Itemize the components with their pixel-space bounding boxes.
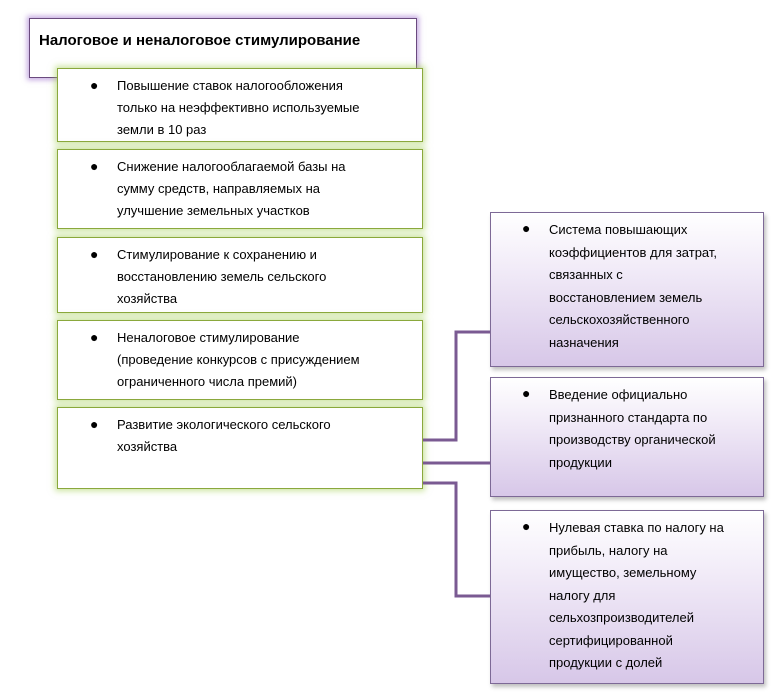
left-item-4: ● Неналоговое стимулирование (проведение… <box>57 320 423 400</box>
bullet-icon: ● <box>90 158 99 174</box>
left-item-3-text: Стимулирование к сохранению и восстановл… <box>117 247 327 306</box>
left-item-2: ● Снижение налогооблагаемой базы на сумм… <box>57 149 423 229</box>
right-item-3-text: Нулевая ставка по налогу на прибыль, нал… <box>549 520 724 670</box>
bullet-icon: ● <box>522 518 531 534</box>
left-item-1-text: Повышение ставок налогообложения только … <box>117 78 360 137</box>
right-item-3: ● Нулевая ставка по налогу на прибыль, н… <box>490 510 764 684</box>
bullet-icon: ● <box>90 246 99 262</box>
bullet-icon: ● <box>522 220 531 236</box>
bullet-icon: ● <box>90 416 99 432</box>
right-item-2: ● Введение официально признанного станда… <box>490 377 764 497</box>
left-item-1: ● Повышение ставок налогообложения тольк… <box>57 68 423 142</box>
left-item-5: ● Развитие экологического сельского хозя… <box>57 407 423 489</box>
left-item-2-text: Снижение налогооблагаемой базы на сумму … <box>117 159 346 218</box>
right-item-1-text: Система повышающих коэффициентов для зат… <box>549 222 718 350</box>
left-item-4-text: Неналоговое стимулирование (проведение к… <box>117 330 360 389</box>
left-item-5-text: Развитие экологического сельского хозяйс… <box>117 417 331 454</box>
right-item-2-text: Введение официально признанного стандарт… <box>549 387 716 470</box>
left-item-3: ● Стимулирование к сохранению и восстано… <box>57 237 423 313</box>
bullet-icon: ● <box>90 329 99 345</box>
bullet-icon: ● <box>90 77 99 93</box>
connector-line-3 <box>423 481 490 598</box>
diagram-title: Налоговое и неналоговое стимулирование <box>39 32 361 49</box>
bullet-icon: ● <box>522 385 531 401</box>
connector-line-1 <box>423 330 490 442</box>
right-item-1: ● Система повышающих коэффициентов для з… <box>490 212 764 367</box>
